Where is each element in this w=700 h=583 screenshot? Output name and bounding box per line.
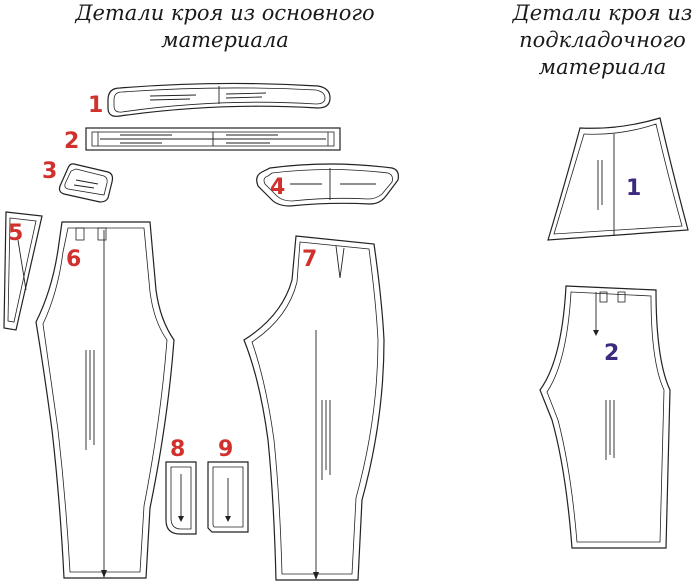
main-piece-3: [58, 163, 114, 203]
main-piece-7-number: 7: [302, 247, 317, 272]
main-heading-line-2: материала: [161, 28, 289, 52]
main-piece-9-number: 9: [218, 437, 233, 462]
lining-piece-1: [547, 117, 689, 241]
lining-heading-line-2: подкладочного: [519, 28, 686, 52]
main-piece-2-number: 2: [64, 129, 79, 154]
main-material-heading: Детали кроя из основного материала: [60, 0, 390, 54]
piece-7-label-lines: [321, 400, 331, 480]
main-piece-1: [107, 82, 331, 117]
lining-piece-1-number: 1: [626, 176, 641, 201]
lining-heading-line-1: Детали кроя из: [512, 1, 693, 25]
main-piece-1-number: 1: [88, 93, 103, 118]
piece-6-label-lines: [85, 350, 95, 450]
main-piece-4: [256, 163, 399, 207]
lining-piece-2-number: 2: [604, 341, 619, 366]
main-piece-2: [85, 127, 341, 151]
main-piece-6-number: 6: [66, 247, 81, 272]
lining-heading-line-3: материала: [538, 55, 667, 79]
main-piece-8: [165, 461, 197, 535]
main-piece-9: [207, 461, 249, 533]
main-piece-3-number: 3: [42, 159, 57, 184]
main-piece-6: [35, 221, 175, 579]
main-heading-line-1: Детали кроя из основного: [75, 1, 375, 25]
main-piece-5: [3, 211, 43, 331]
piece-1-label-lines: [149, 92, 267, 101]
main-piece-5-number: 5: [8, 221, 23, 246]
lining-material-heading: Детали кроя из подкладочного материала: [505, 0, 700, 81]
lining-piece-2: [539, 285, 671, 549]
main-piece-8-number: 8: [170, 437, 185, 462]
main-piece-7: [243, 235, 385, 581]
main-piece-4-number: 4: [270, 175, 285, 200]
